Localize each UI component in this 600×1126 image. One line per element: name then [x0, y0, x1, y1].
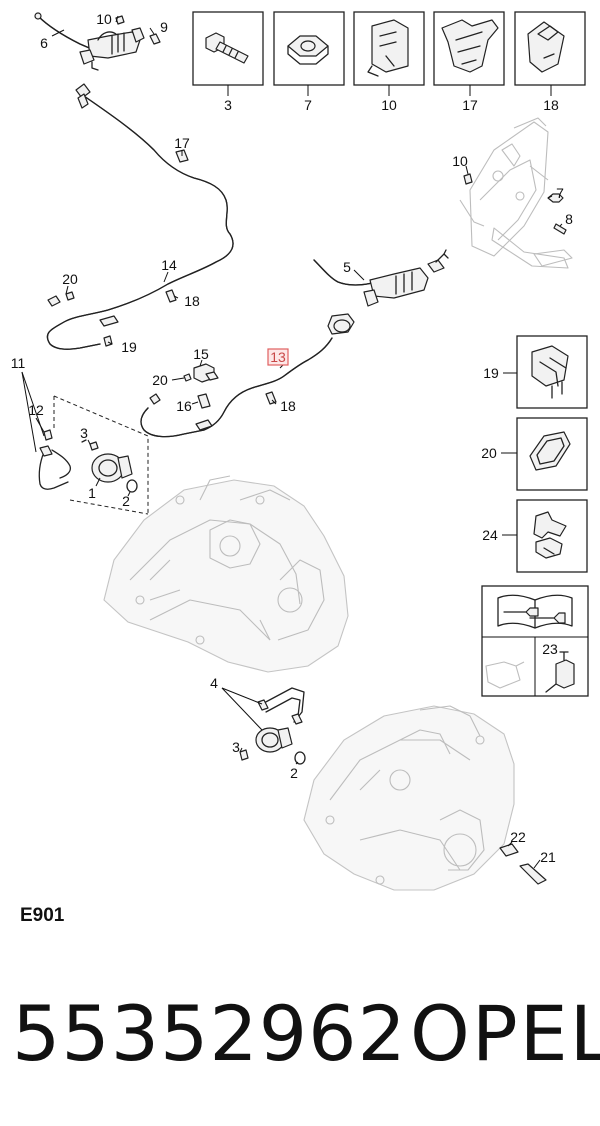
callout-10-pedal: 10 [452, 153, 468, 169]
legend-number-20: 20 [481, 445, 497, 461]
repair-manual-icon [497, 594, 573, 629]
legend-box-18: 18 [514, 11, 586, 113]
gearbox-upper [103, 475, 349, 673]
callout-18-upper: 18 [184, 293, 200, 309]
pipe-clip-19 [103, 335, 113, 347]
master-cylinder-upper [34, 12, 145, 71]
small-bolt-upper [149, 33, 161, 45]
pedal-pin [553, 223, 567, 235]
retainer-icon [527, 21, 565, 73]
callout-17: 17 [174, 135, 190, 151]
pipe-clip-18-upper [165, 289, 177, 303]
callout-21: 21 [540, 849, 556, 865]
callout-22: 22 [510, 829, 526, 845]
callout-20-upper: 20 [62, 271, 78, 287]
bleed-tool-icon [545, 651, 575, 693]
callout-2-upper: 2 [122, 493, 130, 509]
bolt-3-upper [81, 439, 99, 451]
gearbox-lower [303, 705, 515, 891]
bolt-icon [205, 32, 249, 64]
slave-pipe-11 [38, 429, 72, 490]
hose-clip-icon [531, 345, 569, 399]
legend-number-3: 3 [224, 97, 232, 113]
legend-number-18: 18 [543, 97, 559, 113]
slave-pipe-4 [257, 687, 305, 725]
seal-ring-icon [529, 431, 571, 471]
assembly-guide-lines [53, 395, 149, 515]
master-cylinder-lower [313, 249, 449, 307]
legend-box-19: 19 [483, 335, 588, 409]
o-ring-2-lower [294, 751, 306, 765]
release-bearing-lower [255, 727, 293, 753]
legend-number-24: 24 [482, 527, 498, 543]
pedal-assembly [459, 117, 573, 269]
legend-number-17: 17 [462, 97, 478, 113]
legend-box-17: 17 [433, 11, 505, 113]
callout-3-upper: 3 [80, 425, 88, 441]
clutch-pipe-14 [46, 83, 234, 350]
diagram-code: E901 [20, 905, 65, 926]
clip-icon [367, 19, 409, 77]
callout-18-lower: 18 [280, 398, 296, 414]
callout-5: 5 [343, 259, 351, 275]
bolt-3-lower [239, 749, 249, 761]
clip-16 [197, 393, 211, 409]
callout-15: 15 [193, 346, 209, 362]
legend-number-19: 19 [483, 365, 499, 381]
nut-icon [287, 35, 329, 65]
callout-23: 23 [542, 641, 558, 657]
callout-4: 4 [210, 675, 218, 691]
callout-12: 12 [28, 402, 44, 418]
leader-lines [21, 15, 563, 869]
seal-20-lower [183, 373, 192, 382]
seal-20-upper [65, 291, 75, 301]
callout-11: 11 [11, 355, 26, 371]
legend-number-7: 7 [304, 97, 312, 113]
callout-10-upper: 10 [96, 11, 112, 27]
legend-box-7: 7 [273, 11, 345, 113]
pedal-clip [463, 173, 473, 185]
brand-name: OPEL [410, 989, 600, 1078]
fluid-tray-icon [485, 661, 525, 689]
small-clip-upper [115, 15, 125, 25]
callout-2-lower: 2 [290, 765, 298, 781]
legend-box-3: 3 [192, 11, 264, 113]
service-box: 23 [481, 585, 589, 697]
callout-14: 14 [161, 257, 177, 273]
callout-19: 19 [121, 339, 137, 355]
callout-7: 7 [556, 185, 564, 201]
callout-1: 1 [88, 485, 96, 501]
legend-number-10: 10 [381, 97, 397, 113]
o-ring-2-upper [126, 479, 138, 493]
legend-box-10: 10 [353, 11, 425, 113]
legend-box-24: 24 [482, 499, 588, 573]
sensor-21 [519, 863, 547, 885]
part-number: 55352962 [12, 989, 407, 1078]
legend-box-20: 20 [481, 417, 588, 491]
callout-6: 6 [40, 35, 48, 51]
clutch-pipe-13 [140, 313, 355, 438]
callout-3-lower: 3 [232, 739, 240, 755]
callout-9: 9 [160, 19, 168, 35]
bracket-clip-icon [441, 19, 499, 73]
release-bearing-1 [91, 453, 133, 483]
connector-15 [193, 363, 219, 383]
callout-13: 13 [270, 349, 286, 365]
callout-16: 16 [176, 398, 192, 414]
clamp-icon [533, 511, 567, 559]
callout-13-highlight: 13 [267, 348, 289, 366]
callout-20-lower: 20 [152, 372, 168, 388]
callout-8: 8 [565, 211, 573, 227]
